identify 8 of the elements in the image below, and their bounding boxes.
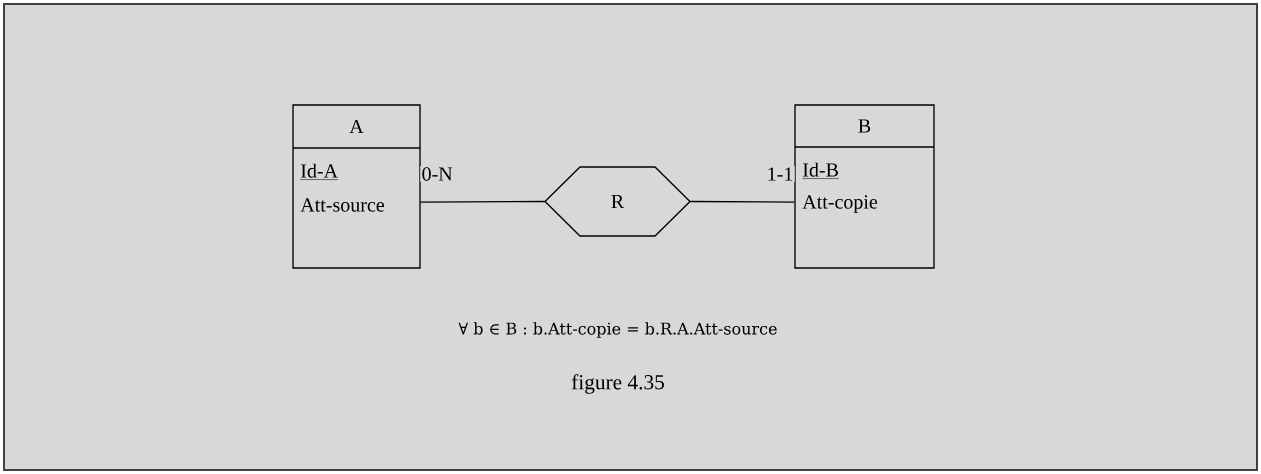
- constraint-formula: ∀ b ∈ B : b.Att-copie = b.R.A.Att-source: [458, 322, 777, 338]
- entity-box: B Id-B Att-copie: [794, 104, 935, 269]
- relationship-hexagon: R: [544, 166, 691, 237]
- entity-box: A Id-A Att-source: [292, 104, 421, 269]
- connector-line: [689, 200, 795, 203]
- connector-line: [420, 200, 546, 203]
- cardinality-label: 1-1: [765, 166, 795, 182]
- figure-caption: figure 4.35: [571, 374, 664, 394]
